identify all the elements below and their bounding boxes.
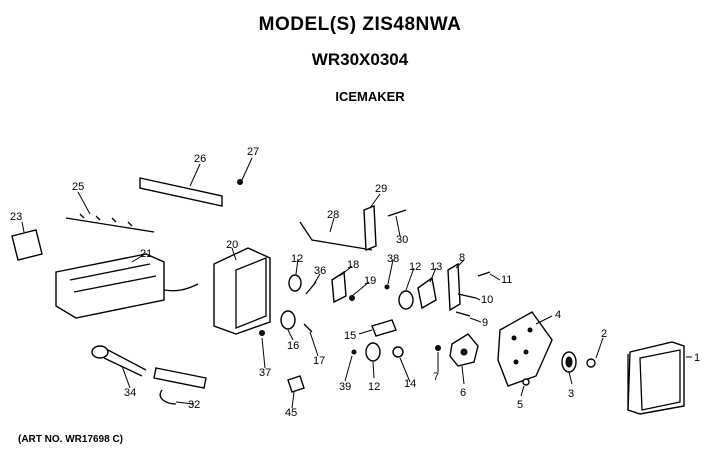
part-25-ejector — [65, 213, 155, 233]
part-19-screw — [349, 295, 355, 301]
part-3-knob — [561, 351, 577, 373]
part-12-gear-c — [365, 342, 381, 362]
callout-4: 4 — [555, 309, 561, 321]
part-6-motor — [449, 333, 479, 367]
callout-15: 15 — [344, 330, 356, 342]
part-20-housing — [213, 247, 271, 335]
part-34-fill-cup — [91, 345, 147, 377]
part-4-mounting-plate — [497, 311, 553, 387]
part-30-screw — [387, 209, 407, 217]
leader-lines — [21, 157, 692, 409]
part-29-bracket — [363, 204, 377, 252]
part-2-screw — [586, 358, 596, 368]
callout-9: 9 — [482, 317, 488, 329]
art-number: (ART NO. WR17698 C) — [18, 434, 124, 445]
model-heading: MODEL(S) ZIS48NWA — [258, 14, 462, 35]
part-18-lever — [331, 270, 347, 304]
part-15-cam — [371, 319, 397, 337]
callout-16: 16 — [287, 340, 299, 352]
part-7-screw — [435, 345, 441, 351]
callout-25: 25 — [72, 181, 84, 193]
part-39-screw — [351, 349, 357, 355]
callout-34: 34 — [124, 387, 136, 399]
callout-18: 18 — [347, 259, 359, 271]
callout-12-a: 12 — [409, 261, 421, 273]
callout-23: 23 — [10, 211, 22, 223]
part-45-fitting — [287, 375, 305, 393]
callout-38: 38 — [387, 253, 399, 265]
callout-29: 29 — [375, 183, 387, 195]
callout-37: 37 — [259, 367, 271, 379]
part-38-screw — [384, 284, 390, 290]
part-26-stripper — [139, 177, 223, 207]
part-27-screw — [237, 179, 243, 185]
callout-2: 2 — [601, 328, 607, 340]
part-11-screw — [477, 271, 491, 277]
callout-8: 8 — [459, 252, 465, 264]
callout-45: 45 — [285, 407, 297, 419]
callout-12-c: 12 — [368, 381, 380, 393]
callout-11: 11 — [501, 274, 512, 286]
callout-10: 10 — [481, 294, 493, 306]
part-17-pin — [303, 323, 313, 333]
section-title: ICEMAKER — [335, 89, 405, 104]
callout-1: 1 — [694, 352, 700, 364]
callout-20: 20 — [226, 239, 238, 251]
callout-13: 13 — [430, 261, 442, 273]
part-16-gear — [280, 310, 296, 330]
callout-21: 21 — [140, 248, 152, 260]
callout-36: 36 — [314, 265, 326, 277]
part-32-tube — [153, 367, 207, 405]
callout-32: 32 — [188, 399, 200, 411]
callout-6: 6 — [460, 387, 466, 399]
callout-12-b: 12 — [291, 253, 303, 265]
callout-5: 5 — [517, 399, 523, 411]
callout-28: 28 — [327, 209, 339, 221]
callout-19: 19 — [364, 275, 376, 287]
part-13-bracket — [417, 276, 437, 310]
part-37-screw — [259, 330, 265, 336]
part-12-gear-b — [288, 274, 302, 292]
callout-17: 17 — [313, 355, 325, 367]
callout-3: 3 — [568, 388, 574, 400]
part-12-gear-a — [398, 290, 414, 310]
part-1-panel — [627, 341, 685, 415]
callout-14: 14 — [404, 378, 416, 390]
part-10-spring — [457, 293, 477, 299]
part-14-clip — [392, 346, 404, 358]
callout-39: 39 — [339, 381, 351, 393]
part-28-shutoff-arm — [299, 221, 373, 251]
part-5-screw — [522, 378, 530, 386]
part-21-ice-mold — [55, 253, 199, 319]
callout-26: 26 — [194, 153, 206, 165]
callout-7: 7 — [433, 371, 439, 383]
part-9-screw — [455, 311, 471, 317]
callout-30: 30 — [396, 234, 408, 246]
part-number-heading: WR30X0304 — [311, 50, 409, 69]
callout-27: 27 — [247, 146, 259, 158]
callout-labels: 1 2 3 4 5 6 7 8 9 10 11 12 12 12 13 14 1… — [10, 146, 700, 419]
part-23-valve — [11, 229, 43, 261]
part-8-switch — [447, 262, 461, 312]
